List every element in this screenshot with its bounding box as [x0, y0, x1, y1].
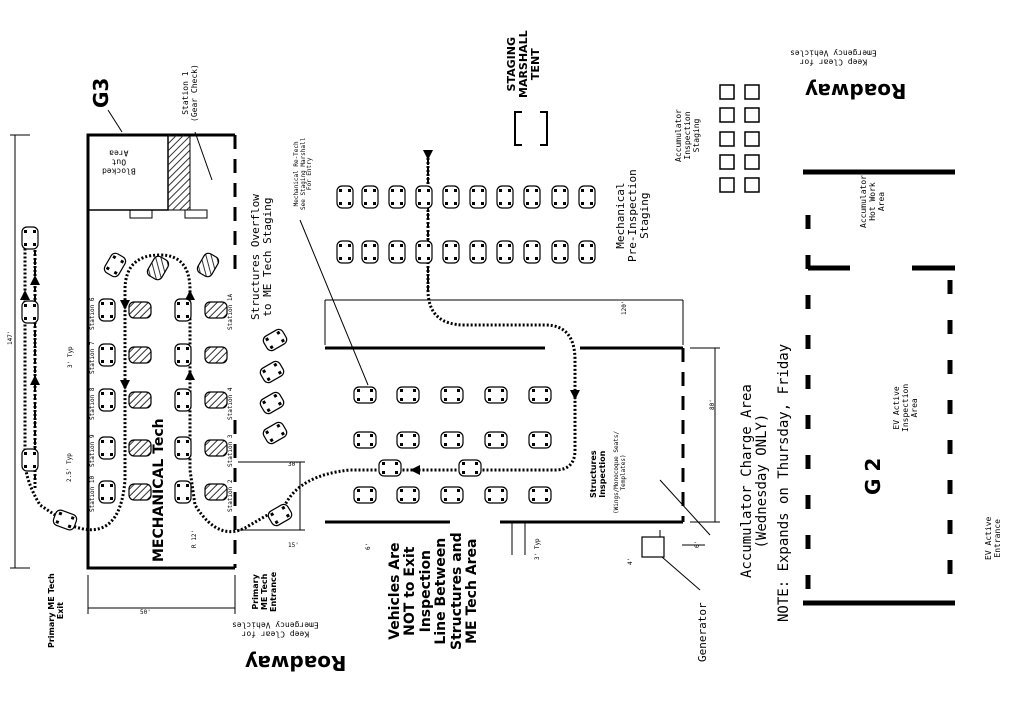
generator [641, 536, 665, 558]
structures-cars [353, 386, 552, 504]
accumulator-inspection-label: Accumulator Inspection Staging [674, 109, 701, 162]
primary-exit-label: Primary ME Tech Exit [47, 573, 65, 648]
dim-80-label: 80' [709, 399, 716, 410]
station-label: Station 2 [227, 479, 234, 512]
keep-clear-bottom: Keep Clear for Emergency Vehicles [232, 620, 319, 639]
station1-label: Station 1 (Gear Check) [181, 64, 199, 122]
accumulator-hot-label: Accumulator Hot Work Area [859, 175, 886, 228]
mech-retech-label: Mechanical Re-Tech See Staging Marshall … [293, 137, 314, 210]
dim-6c-label: 6' [694, 540, 701, 548]
mech-pre-label: Mechanical Pre-Inspection Staging [614, 169, 652, 262]
gear-check-hatch [167, 134, 191, 211]
inspection-line-enclosure [325, 346, 685, 524]
expands-note: NOTE: Expands on Thursday, Friday [776, 343, 792, 622]
dim-15-label: 15' [288, 542, 299, 549]
dim-6a-label: 6' [365, 542, 372, 550]
dim-3typ-b-label: 3' Typ [67, 346, 74, 368]
dim-4-label: 4' [627, 557, 634, 565]
pre-inspection-cars [336, 185, 596, 264]
staging-marshall-label: STAGING MARSHALL TENT [505, 30, 543, 98]
dim-3typ-a-label: 3' Typ [534, 538, 541, 560]
station-label: Station 9 [89, 434, 96, 467]
blocked-area-label: Blocked Out Area [102, 148, 136, 176]
dim-25typ-label: 2.5' Typ [66, 453, 73, 482]
station-label: Station 8 [89, 387, 96, 420]
dim-50-label: 50' [140, 609, 151, 616]
accumulator-boxes [719, 84, 760, 193]
station-label: Station 1A [227, 293, 234, 330]
roadway-top-label: Roadway [805, 79, 907, 103]
structures-insp-label: Structures Inspection [589, 450, 607, 498]
keep-clear-top: Keep Clear for Emergency Vehicles [790, 48, 877, 67]
g3-label: G3 [89, 77, 113, 108]
generator-label: Generator [696, 602, 709, 662]
ev-active-entrance-label: EV Active Entrance [984, 516, 1002, 560]
structures-overflow-label: Structures Overflow to ME Tech Staging [249, 194, 275, 320]
station-label: Station 3 [227, 434, 234, 467]
mech-tech-label: MECHANICAL Tech [151, 418, 167, 562]
accumulator-charge-label: Accumulator Charge Area (Wednesday ONLY) [739, 384, 771, 578]
dim-147 [10, 134, 30, 569]
dim-147-label: 147' [7, 330, 14, 345]
station-label: Station 10 [89, 475, 96, 512]
primary-entrance-label: Primary ME Tech Entrance [251, 571, 278, 612]
g2-label: G 2 [861, 457, 885, 495]
dim-30-label: 30' [288, 461, 299, 468]
overflow-cars [257, 326, 295, 529]
g2-area [803, 169, 955, 606]
dim-r12-label: R 12' [191, 529, 198, 548]
flow-path-staging [23, 150, 577, 534]
roadway-bottom-label: Roadway [245, 651, 347, 675]
station-label: Station 7 [89, 341, 96, 374]
station-label: Station 6 [89, 297, 96, 330]
vehicles-note: Vehicles Are NOT to Exit Inspection Line… [387, 532, 480, 650]
structures-insp-sub: (Wings/Monocoque Seats/ Templates) [613, 430, 627, 514]
ev-active-inspection-label: EV Active Inspection Area [892, 383, 919, 432]
station-label: Station 4 [227, 387, 234, 420]
dim-120-label: 120' [621, 300, 628, 315]
